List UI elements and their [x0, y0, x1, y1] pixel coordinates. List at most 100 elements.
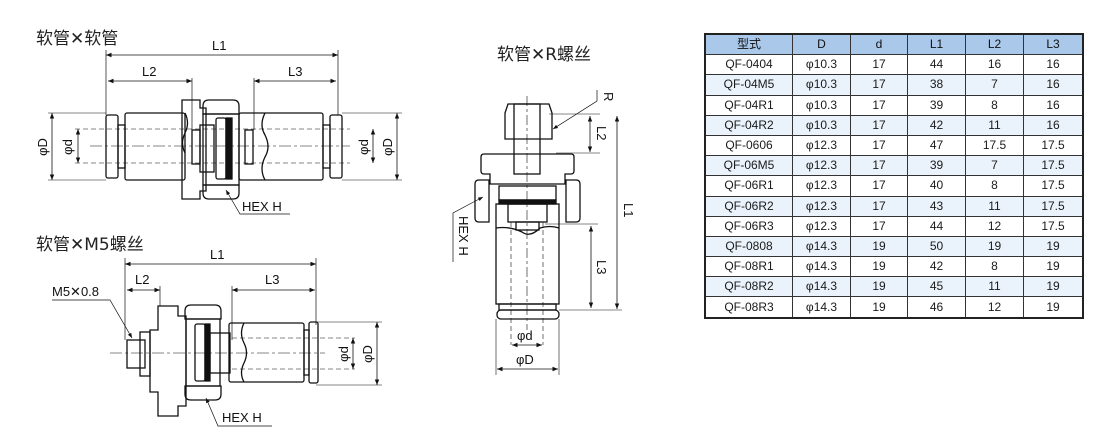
- label-od: φD: [360, 345, 375, 363]
- cell-d-inner: 17: [850, 155, 908, 177]
- label-od: φD: [516, 352, 534, 367]
- table-header-row: 型式 D d L1 L2 L3: [704, 33, 1084, 56]
- cell-l3: 16: [1023, 74, 1084, 96]
- cell-l1: 40: [907, 175, 966, 197]
- cell-l2: 12: [965, 296, 1024, 319]
- drawing-hose-r: [452, 90, 622, 375]
- label-thread-m5: M5✕0.8: [52, 284, 99, 299]
- cell-l3: 17.5: [1023, 134, 1084, 157]
- cell-model: QF-08R1: [704, 256, 793, 278]
- cell-model: QF-0808: [704, 235, 793, 258]
- cell-d-inner: 19: [850, 296, 908, 319]
- cell-d-outer: φ10.3: [792, 94, 851, 116]
- cell-l2: 8: [965, 256, 1024, 278]
- cell-l2: 12: [965, 215, 1024, 237]
- cell-d-outer: φ10.3: [792, 114, 851, 136]
- label-hex: HEX H: [242, 199, 282, 214]
- cell-l3: 16: [1023, 114, 1084, 136]
- cell-d-inner: 17: [850, 114, 908, 136]
- header-d-outer: D: [792, 33, 851, 56]
- header-l2: L2: [965, 33, 1024, 56]
- cell-d-outer: φ12.3: [792, 134, 851, 157]
- cell-model: QF-06R1: [704, 175, 793, 197]
- cell-model: QF-06R3: [704, 215, 793, 237]
- cell-l2: 11: [965, 195, 1024, 217]
- cell-model: QF-04M5: [704, 74, 793, 96]
- cell-model: QF-0404: [704, 54, 793, 76]
- cell-d-inner: 19: [850, 235, 908, 258]
- cell-l3: 19: [1023, 276, 1084, 298]
- cell-l2: 8: [965, 94, 1024, 116]
- cell-d-outer: φ14.3: [792, 276, 851, 298]
- label-hex: HEX H: [222, 410, 262, 425]
- cell-d-outer: φ12.3: [792, 155, 851, 177]
- cell-model: QF-08R2: [704, 276, 793, 298]
- label-l3: L3: [265, 272, 279, 287]
- cell-d-outer: φ10.3: [792, 54, 851, 76]
- label-id: φd: [517, 328, 533, 343]
- cell-d-outer: φ12.3: [792, 215, 851, 237]
- cell-model: QF-04R2: [704, 114, 793, 136]
- label-hex: HEX H: [456, 216, 471, 256]
- label-l3: L3: [288, 64, 302, 79]
- diagram-title-hose-m5: 软管✕M5螺丝: [36, 235, 144, 255]
- cell-l3: 17.5: [1023, 175, 1084, 197]
- label-l1: L1: [621, 203, 636, 217]
- label-l3: L3: [594, 260, 609, 274]
- cell-l2: 11: [965, 114, 1024, 136]
- cell-l3: 17.5: [1023, 155, 1084, 177]
- cell-d-inner: 17: [850, 215, 908, 237]
- label-id-right: φd: [356, 139, 371, 155]
- cell-d-inner: 17: [850, 195, 908, 217]
- cell-model: QF-06R2: [704, 195, 793, 217]
- cell-d-outer: φ14.3: [792, 296, 851, 319]
- cell-l2: 8: [965, 175, 1024, 197]
- header-l1: L1: [907, 33, 966, 56]
- cell-d-inner: 19: [850, 256, 908, 278]
- cell-model: QF-04R1: [704, 94, 793, 116]
- cell-l1: 46: [907, 296, 966, 319]
- cell-l3: 17.5: [1023, 195, 1084, 217]
- cell-d-outer: φ10.3: [792, 74, 851, 96]
- cell-d-inner: 17: [850, 54, 908, 76]
- cell-l1: 39: [907, 94, 966, 116]
- cell-d-inner: 19: [850, 276, 908, 298]
- cell-l1: 43: [907, 195, 966, 217]
- cell-model: QF-0606: [704, 134, 793, 157]
- cell-d-outer: φ12.3: [792, 195, 851, 217]
- cell-l2: 16: [965, 54, 1024, 76]
- cell-model: QF-08R3: [704, 296, 793, 319]
- label-thread-r: R: [601, 92, 616, 101]
- cell-l3: 17.5: [1023, 215, 1084, 237]
- label-od-left: φD: [35, 138, 50, 156]
- diagram-title-hose-r: 软管✕R螺丝: [497, 45, 592, 65]
- label-l2: L2: [135, 272, 149, 287]
- cell-d-inner: 17: [850, 94, 908, 116]
- cell-l2: 19: [965, 235, 1024, 258]
- cell-l1: 42: [907, 114, 966, 136]
- cell-l2: 11: [965, 276, 1024, 298]
- cell-l3: 19: [1023, 256, 1084, 278]
- cell-l1: 44: [907, 215, 966, 237]
- label-l1: L1: [210, 247, 224, 262]
- cell-l1: 45: [907, 276, 966, 298]
- label-od-right: φD: [380, 138, 395, 156]
- label-l2: L2: [142, 64, 156, 79]
- cell-l1: 39: [907, 155, 966, 177]
- label-l2: L2: [594, 126, 609, 140]
- cell-l1: 42: [907, 256, 966, 278]
- header-l3: L3: [1023, 33, 1084, 56]
- cell-l1: 44: [907, 54, 966, 76]
